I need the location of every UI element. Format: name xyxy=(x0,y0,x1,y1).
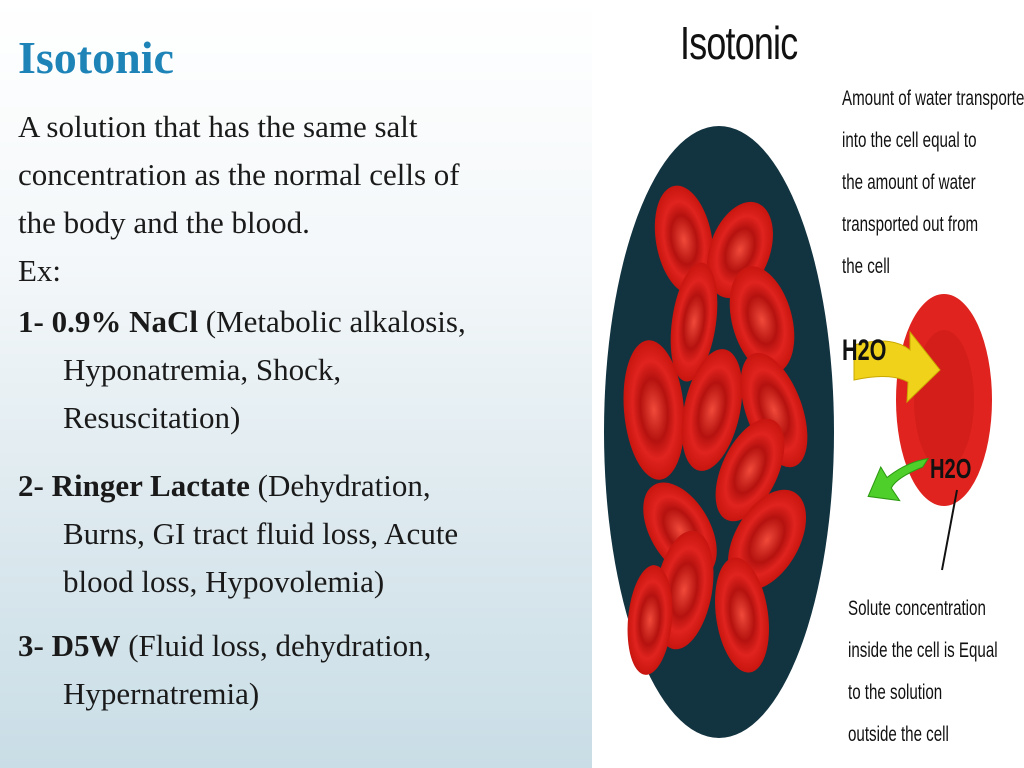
caption-line: outside the cell xyxy=(848,723,949,746)
item-number: 2- xyxy=(18,468,44,503)
illustration-title: Isotonic xyxy=(680,17,798,69)
item-number: 1- xyxy=(18,304,44,339)
item-uses: blood loss, Hypovolemia) xyxy=(63,564,385,599)
caption-line: Amount of water transported xyxy=(842,87,1024,110)
item-number: 3- xyxy=(18,628,44,663)
definition-line: A solution that has the same salt xyxy=(18,109,418,144)
isotonic-illustration: Isotonic xyxy=(592,0,1024,768)
example-item-3: 3- D5W (Fluid loss, dehydration, Hyperna… xyxy=(18,622,578,718)
bottom-caption: Solute concentration inside the cell is … xyxy=(848,588,998,756)
definition-line: concentration as the normal cells of xyxy=(18,157,460,192)
caption-line: to the solution xyxy=(848,681,943,704)
caption-line: the cell xyxy=(842,255,890,278)
item-uses: Hyponatremia, Shock, xyxy=(63,352,342,387)
example-item-2: 2- Ringer Lactate (Dehydration, Burns, G… xyxy=(18,462,578,606)
pointer-line xyxy=(941,489,958,571)
caption-line: the amount of water xyxy=(842,171,976,194)
item-name: Ringer Lactate xyxy=(51,468,250,503)
ex-label: Ex: xyxy=(18,253,62,288)
caption-line: into the cell equal to xyxy=(842,129,977,152)
item-name: 0.9% NaCl xyxy=(51,304,198,339)
item-uses: Resuscitation) xyxy=(63,400,241,435)
h2o-out-label: H2O xyxy=(930,453,972,484)
caption-line: transported out from xyxy=(842,213,979,236)
item-name: D5W xyxy=(51,628,121,663)
item-uses: Hypernatremia) xyxy=(63,676,260,711)
illustration-graphic xyxy=(604,126,992,738)
item-uses: (Dehydration, xyxy=(257,468,431,503)
water-in-arrow xyxy=(853,330,941,404)
top-caption: Amount of water transported into the cel… xyxy=(842,78,1024,288)
item-uses: (Fluid loss, dehydration, xyxy=(128,628,432,663)
caption-line: Solute concentration xyxy=(848,597,986,620)
water-out-arrow xyxy=(867,457,930,502)
caption-line: inside the cell is Equal xyxy=(848,639,998,662)
item-uses: Burns, GI tract fluid loss, Acute xyxy=(63,516,459,551)
red-blood-cells xyxy=(623,185,808,675)
definition-text: A solution that has the same salt concen… xyxy=(18,103,460,295)
item-uses: (Metabolic alkalosis, xyxy=(205,304,466,339)
h2o-in-label: H2O xyxy=(842,334,887,367)
definition-line: the body and the blood. xyxy=(18,205,310,240)
slide-title: Isotonic xyxy=(18,32,174,83)
example-item-1: 1- 0.9% NaCl (Metabolic alkalosis, Hypon… xyxy=(18,298,578,442)
